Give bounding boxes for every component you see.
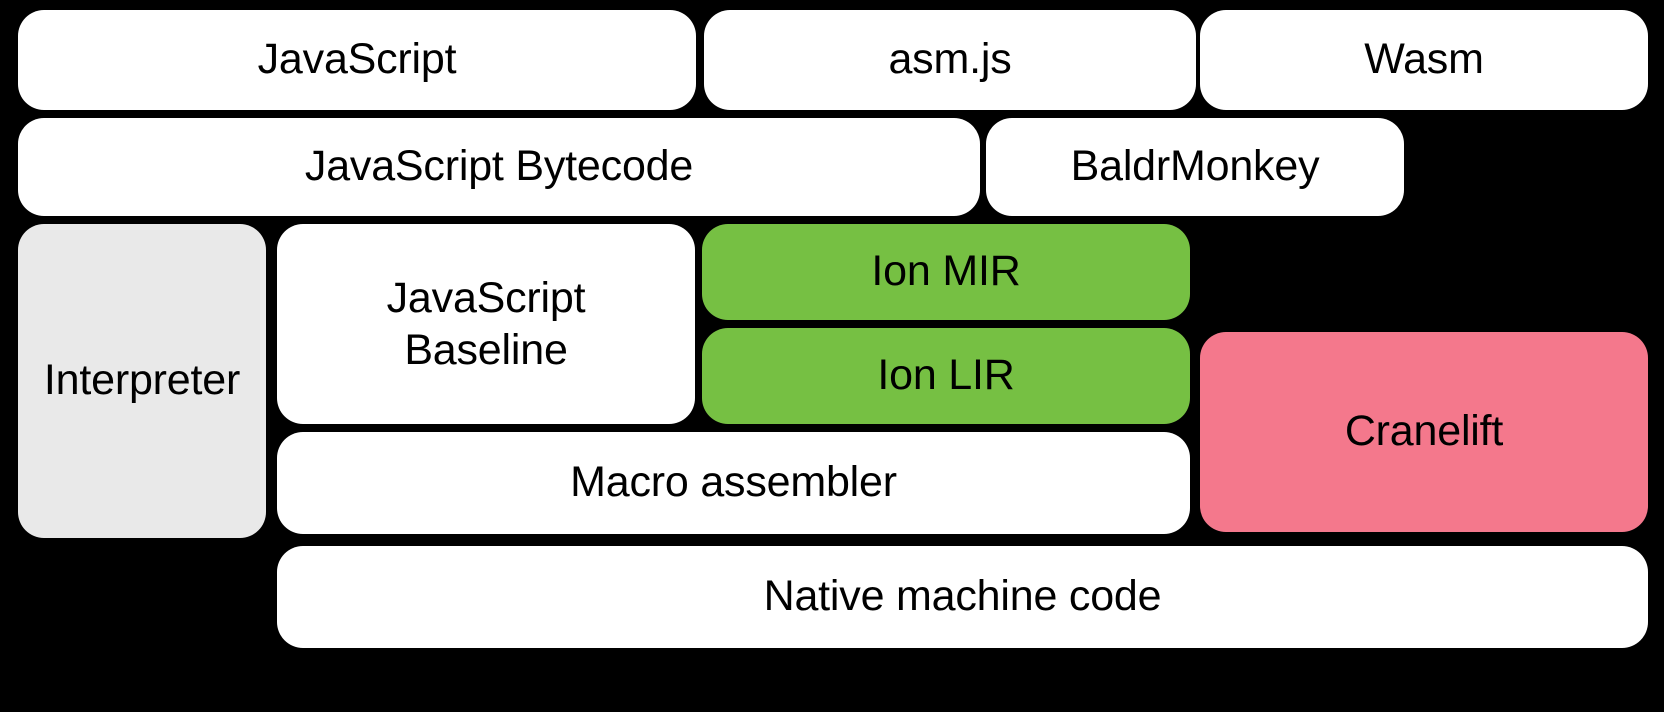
node-macro-assembler-label: Macro assembler [570,458,897,507]
node-macro-assembler[interactable]: Macro assembler [277,432,1190,534]
node-javascript[interactable]: JavaScript [18,10,696,110]
node-interpreter-label: Interpreter [43,356,241,405]
node-wasm-label: Wasm [1364,35,1484,84]
node-native-machine-code-label: Native machine code [763,572,1162,621]
node-baldrmonkey[interactable]: BaldrMonkey [986,118,1404,216]
node-asmjs-label: asm.js [888,35,1012,84]
node-ion-lir[interactable]: Ion LIR [702,328,1190,424]
node-js-bytecode[interactable]: JavaScript Bytecode [18,118,980,216]
node-asmjs[interactable]: asm.js [704,10,1196,110]
node-javascript-label: JavaScript [257,35,457,84]
node-cranelift-label: Cranelift [1344,407,1504,456]
node-native-machine-code[interactable]: Native machine code [277,546,1648,648]
node-ion-mir-label: Ion MIR [871,247,1021,296]
node-ion-lir-label: Ion LIR [877,351,1015,400]
node-javascript-baseline-label: JavaScript Baseline [386,273,586,374]
node-wasm[interactable]: Wasm [1200,10,1648,110]
node-interpreter[interactable]: Interpreter [18,224,266,538]
node-js-bytecode-label: JavaScript Bytecode [304,142,694,191]
node-baldrmonkey-label: BaldrMonkey [1070,142,1320,191]
node-javascript-baseline[interactable]: JavaScript Baseline [277,224,695,424]
node-ion-mir[interactable]: Ion MIR [702,224,1190,320]
node-cranelift[interactable]: Cranelift [1200,332,1648,532]
